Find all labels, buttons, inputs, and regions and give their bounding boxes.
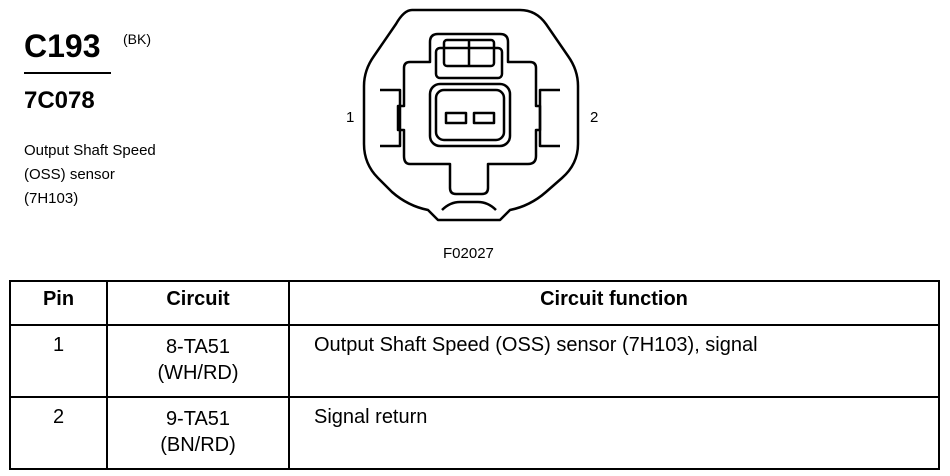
part-number: 7C078 — [24, 87, 95, 114]
terminal-pin-1 — [444, 111, 468, 125]
table-row: 1 8-TA51 (WH/RD) Output Shaft Speed (OSS… — [9, 324, 940, 398]
connector-face-drawing — [362, 8, 580, 222]
connector-outer-shell — [362, 8, 580, 222]
header-circuit: Circuit — [106, 280, 290, 326]
side-latch-left — [380, 88, 402, 148]
pin-cell: 1 — [9, 324, 108, 398]
description-line: Output Shaft Speed — [24, 142, 156, 159]
title-underline — [24, 72, 111, 74]
wire-color: (WH/RD) — [157, 362, 239, 384]
description-line: (7H103) — [24, 190, 79, 207]
circuit-number: 9-TA51 — [165, 408, 231, 430]
table-header-row: Pin Circuit Circuit function — [9, 280, 940, 326]
circuit-number: 8-TA51 — [165, 336, 231, 358]
description-line: (OSS) sensor — [24, 166, 115, 183]
pin-cell: 2 — [9, 396, 108, 470]
function-cell: Signal return — [288, 396, 940, 470]
function-cell: Output Shaft Speed (OSS) sensor (7H103),… — [288, 324, 940, 398]
pin-label-2: 2 — [590, 109, 599, 126]
header-pin: Pin — [9, 280, 108, 326]
component-description: Output Shaft Speed (OSS) sensor (7H103) — [24, 139, 156, 211]
connector-inner-recess — [396, 32, 542, 196]
pin-label-1: 1 — [346, 109, 355, 126]
wire-color: (BN/RD) — [160, 434, 236, 456]
pinout-table: Pin Circuit Circuit function 1 8-TA51 (W… — [9, 280, 940, 470]
side-latch-right — [538, 88, 560, 148]
locking-tab-frame — [434, 46, 504, 80]
figure-id: F02027 — [443, 245, 494, 262]
terminal-pin-2 — [472, 111, 496, 125]
header-circuit-function: Circuit function — [288, 280, 940, 326]
connector-color-code: (BK) — [123, 31, 151, 47]
connector-id: C193 — [24, 28, 101, 64]
terminal-housing — [428, 82, 512, 148]
bottom-key — [441, 200, 497, 211]
terminal-housing-inner — [434, 88, 506, 142]
table-row: 2 9-TA51 (BN/RD) Signal return — [9, 396, 940, 470]
circuit-cell: 9-TA51 (BN/RD) — [106, 396, 290, 470]
circuit-cell: 8-TA51 (WH/RD) — [106, 324, 290, 398]
